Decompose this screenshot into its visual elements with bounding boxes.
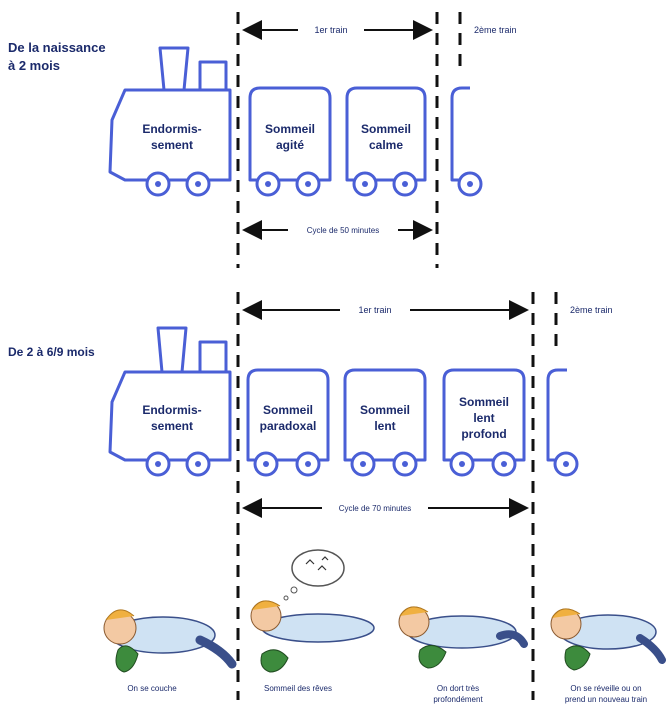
section2-car1-line1: Endormis-	[142, 403, 201, 417]
section2-train1-label: 1er train	[358, 305, 391, 315]
section2-wagon-paradoxal	[246, 368, 330, 477]
caption-deep-sleep-line1: On dort très	[437, 684, 479, 693]
section1-locomotive	[108, 46, 232, 197]
section2-car2-line1: Sommeil	[263, 403, 313, 417]
section2-train2-label: 2ème train	[570, 305, 613, 315]
section2-car3-line2: lent	[374, 419, 395, 433]
section1-wagon-agite	[248, 86, 332, 197]
section2-wagon-lent-profond	[442, 368, 526, 477]
section2-locomotive	[108, 326, 232, 477]
caption-go-to-bed: On se couche	[127, 684, 177, 693]
baby-waking-up-illustration	[550, 608, 666, 671]
section2-wagon-lent	[343, 368, 427, 477]
baby-going-to-bed-illustration	[103, 609, 237, 673]
section2-title: De 2 à 6/9 mois	[8, 345, 95, 359]
section1-car1-line2: sement	[151, 138, 193, 152]
caption-dream-sleep: Sommeil des rêves	[264, 684, 332, 693]
section1-wagon-calme	[345, 86, 427, 197]
section1-cycle-label: Cycle de 50 minutes	[307, 226, 379, 235]
section2-car4-line2: lent	[473, 411, 494, 425]
baby-deep-sleep-illustration	[398, 606, 528, 669]
section1-car3-line1: Sommeil	[361, 122, 411, 136]
section1-car2-line1: Sommeil	[265, 122, 315, 136]
section2-cycle-label: Cycle de 70 minutes	[339, 504, 411, 513]
section1-next-train-partial	[450, 86, 483, 197]
baby-dreaming-illustration	[250, 549, 375, 673]
section2-car3-line1: Sommeil	[360, 403, 410, 417]
section1-train1-label: 1er train	[314, 25, 347, 35]
section2-next-train-partial	[546, 368, 579, 477]
section2-car2-line2: paradoxal	[260, 419, 317, 433]
section1-car1-line1: Endormis-	[142, 122, 201, 136]
section1-title-line1: De la naissance	[8, 40, 106, 55]
section1-car2-line2: agité	[276, 138, 304, 152]
section1-train2-label: 2ème train	[474, 25, 517, 35]
section1-car3-line2: calme	[369, 138, 403, 152]
section2-car4-line3: profond	[461, 427, 506, 441]
caption-wake-up-line2: prend un nouveau train	[565, 695, 647, 704]
caption-wake-up-line1: On se réveille ou on	[570, 684, 641, 693]
section1-title-line2: à 2 mois	[8, 58, 60, 73]
section2-car1-line2: sement	[151, 419, 193, 433]
section2-car4-line1: Sommeil	[459, 395, 509, 409]
caption-deep-sleep-line2: profondément	[433, 695, 483, 704]
